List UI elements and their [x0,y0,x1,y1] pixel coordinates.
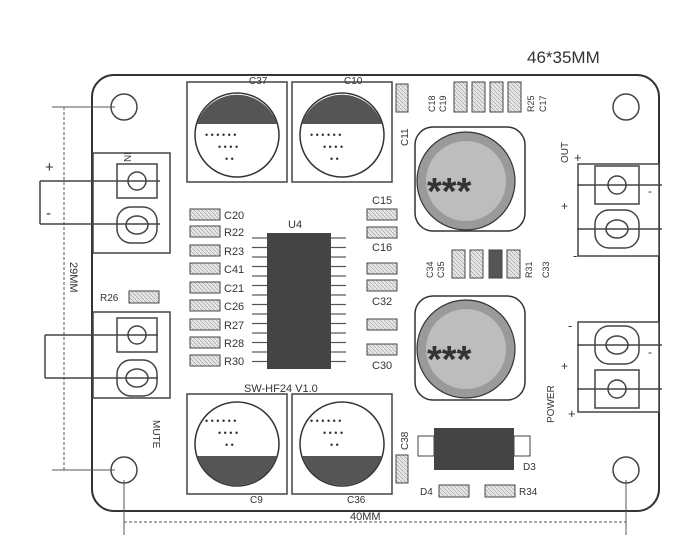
dimension-lines [52,106,627,535]
label-r23: R23 [224,246,244,258]
label-c37: C37 [249,76,268,87]
label-r27: R27 [224,320,244,332]
power-connector [577,321,662,413]
svg-text:• •: • • [330,154,339,164]
svg-text:• • • • • •: • • • • • • [205,130,236,140]
svg-text:• •: • • [225,440,234,450]
out-plus-2: + [561,199,568,213]
svg-text:• • • • • •: • • • • • • [310,416,341,426]
label-c41: C41 [224,264,244,276]
capacitor-c9: • • • • • • • • • • • • [186,393,288,495]
label-c19: C19 [438,95,448,112]
power-plus: + [568,406,576,421]
mounting-hole [612,456,640,484]
label-c35: C35 [436,261,446,278]
label-r28: R28 [224,338,244,350]
power-plus-2: + [561,359,568,373]
svg-text:• • • •: • • • • [218,428,238,438]
size-label: 46*35MM [527,48,600,67]
label-r30: R30 [224,356,244,368]
smd-column-left [189,208,221,367]
label-c26: C26 [224,301,244,313]
svg-text:• • • •: • • • • [218,142,238,152]
label-c34: C34 [425,261,435,278]
input-minus: - [46,205,51,222]
label-d3: D3 [523,462,536,473]
smd-row-top [453,81,522,113]
label-c17: C17 [538,95,548,112]
capacitor-c37: • • • • • • • • • • • • [186,81,288,183]
label-c32: C32 [372,296,392,308]
svg-text:• •: • • [330,440,339,450]
label-r25: R25 [526,95,536,112]
width-dimension-label: 40MM [350,511,381,523]
label-c18: C18 [427,95,437,112]
label-c38: C38 [400,431,411,450]
svg-text:• •: • • [225,154,234,164]
out-plus: + [574,150,582,165]
label-c36: C36 [347,495,366,506]
input-plus: + [45,159,54,176]
inductor-top: *** [414,126,526,232]
diode-d3 [417,428,531,470]
diode-d4 [438,484,470,498]
mute-connector [44,311,171,399]
inductor-bottom-mark: *** [427,339,472,381]
label-r26: R26 [100,293,119,304]
label-c20: C20 [224,210,244,222]
label-d4: D4 [420,487,433,498]
label-c9: C9 [250,495,263,506]
label-c33: C33 [541,261,551,278]
power-minus-2: - [648,345,652,359]
label-c15: C15 [372,195,392,207]
mounting-hole [612,93,640,121]
capacitor-c36: • • • • • • • • • • • • [291,393,393,495]
input-label: IN [121,152,132,162]
label-c10: C10 [344,76,363,87]
capacitor-c10: • • • • • • • • • • • • [291,81,393,183]
svg-text:• • • •: • • • • [323,142,343,152]
board-model-label: SW-HF24 V1.0 [244,383,318,395]
height-dimension-label: 29MM [67,262,79,293]
label-r34: R34 [519,487,538,498]
resistor-r26 [128,290,160,304]
capacitor-c11 [395,83,409,113]
out-connector [577,163,662,257]
label-c30: C30 [372,360,392,372]
out-label: OUT [560,142,571,163]
inductor-bottom: *** [414,295,526,401]
capacitor-c38 [395,454,409,484]
label-c11: C11 [400,128,411,146]
power-minus: - [568,318,572,333]
ic-label: U4 [288,219,302,231]
svg-text:• • • • • •: • • • • • • [310,130,341,140]
ic-u4 [252,233,346,369]
out-minus: - [573,248,577,263]
out-minus-2: - [648,184,652,198]
resistor-r34 [484,484,516,498]
mute-label: MUTE [150,420,161,449]
smd-column-right [366,208,398,356]
svg-text:• • • • • •: • • • • • • [205,416,236,426]
inductor-top-mark: *** [427,171,472,213]
label-r22: R22 [224,227,244,239]
smd-row-middle [451,249,521,279]
svg-text:• • • •: • • • • [323,428,343,438]
mounting-holes [110,93,640,484]
power-label: POWER [546,385,557,423]
label-r31: R31 [524,261,534,278]
label-c21: C21 [224,283,244,295]
input-connector [39,152,171,254]
label-c16: C16 [372,242,392,254]
